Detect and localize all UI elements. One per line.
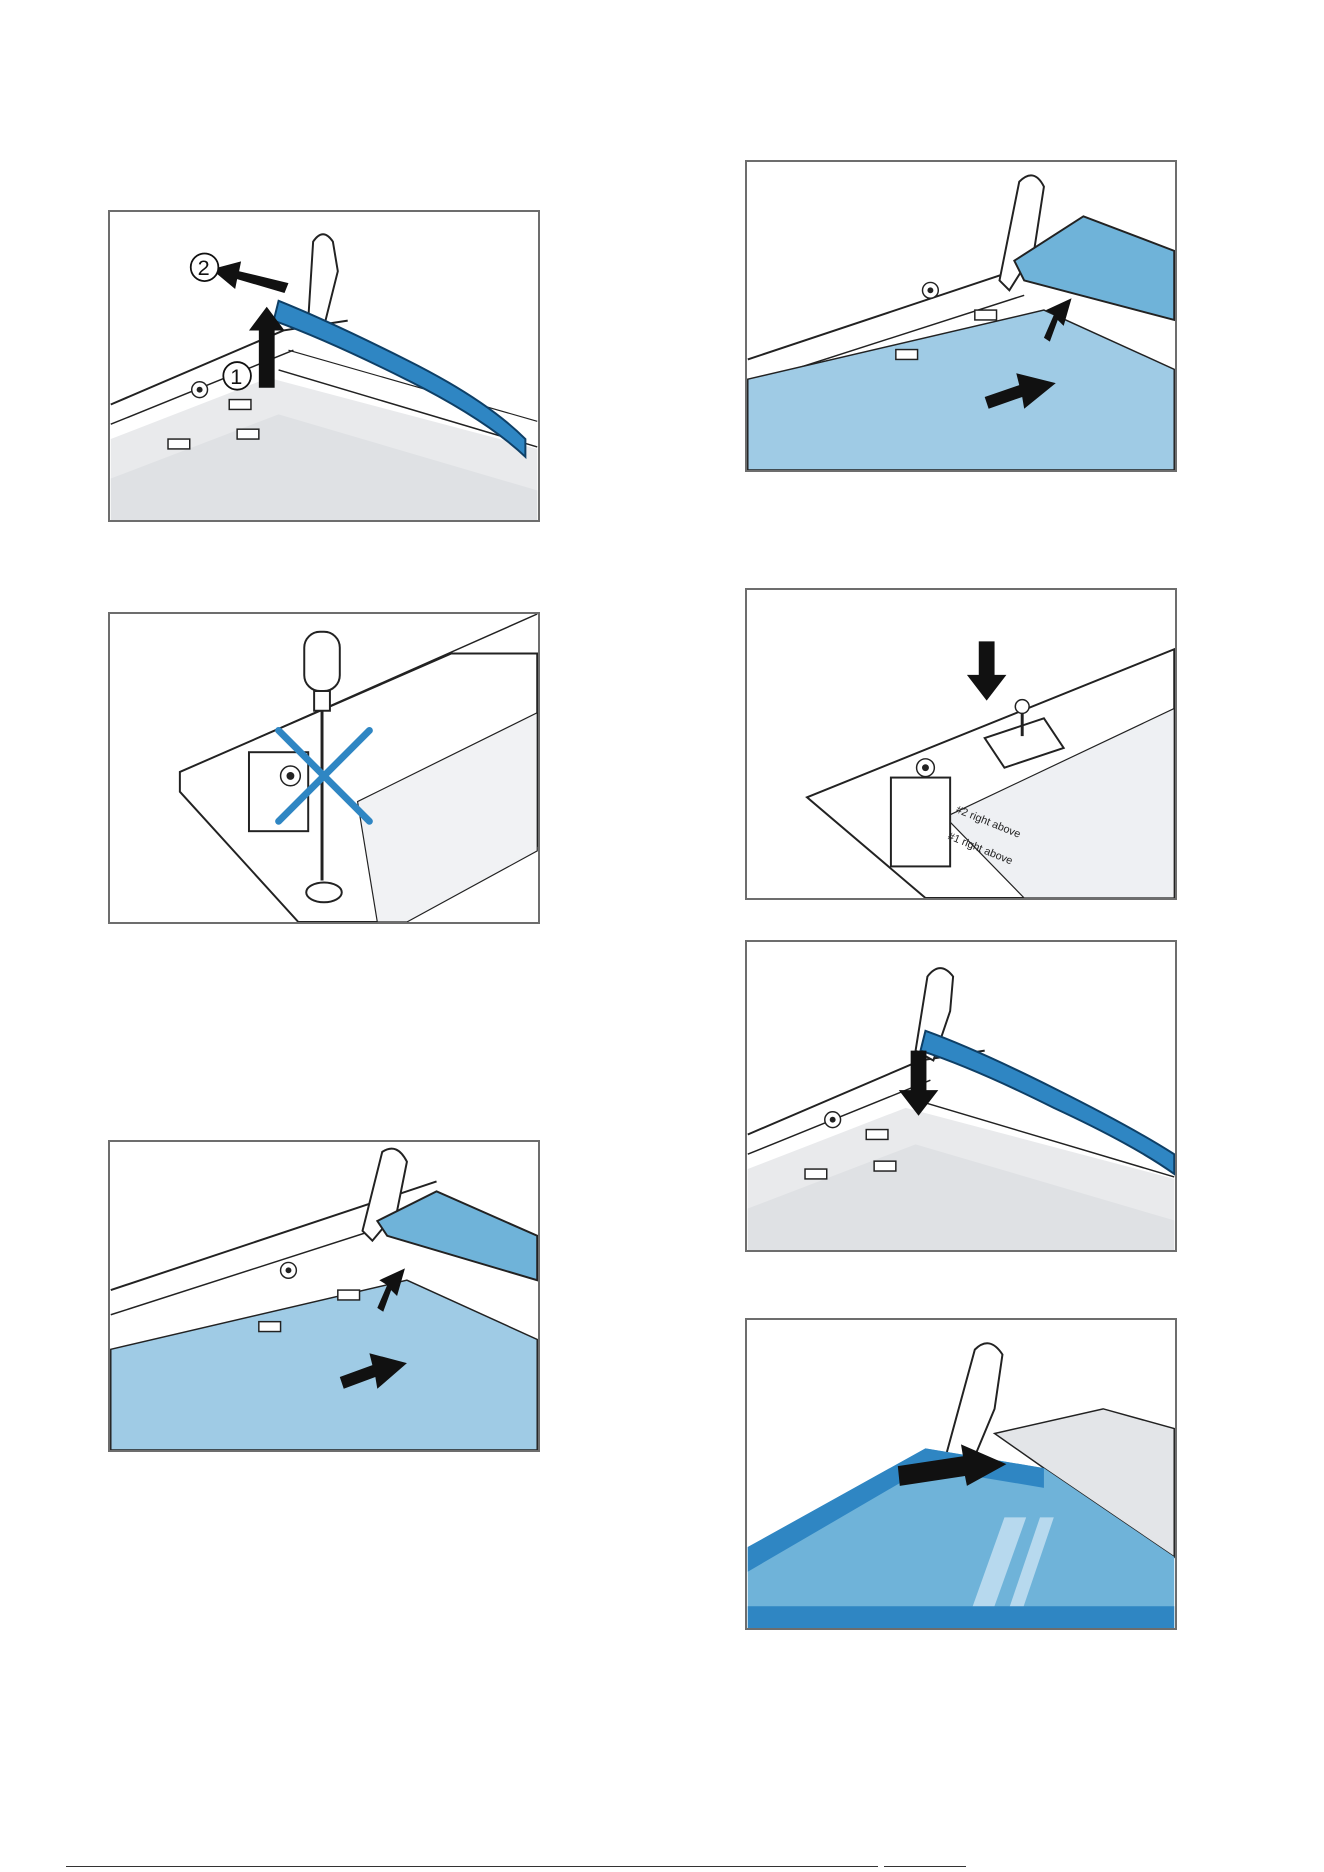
footer-rule <box>66 1866 966 1867</box>
figure-do-not-unscrew <box>108 612 540 924</box>
illustration-insert-glass-right <box>747 162 1175 470</box>
figure-insert-screw: #2 right above #1 right above <box>745 588 1177 900</box>
footer-rule-gap <box>878 1862 884 1870</box>
callout-1: 1 <box>230 364 242 389</box>
figure-fit-cover <box>745 1318 1177 1630</box>
illustration-fit-seal <box>747 942 1175 1250</box>
illustration-fit-cover <box>747 1320 1175 1628</box>
callout-2: 2 <box>198 255 210 280</box>
illustration-insert-screw: #2 right above #1 right above <box>747 590 1175 898</box>
illustration-insert-glass-left <box>110 1142 538 1450</box>
figure-remove-seal: 2 1 <box>108 210 540 522</box>
figure-insert-glass-right <box>745 160 1177 472</box>
illustration-do-not-unscrew <box>110 614 538 922</box>
illustration-remove-seal: 2 1 <box>110 212 538 520</box>
figure-fit-seal <box>745 940 1177 1252</box>
figure-insert-glass-left <box>108 1140 540 1452</box>
